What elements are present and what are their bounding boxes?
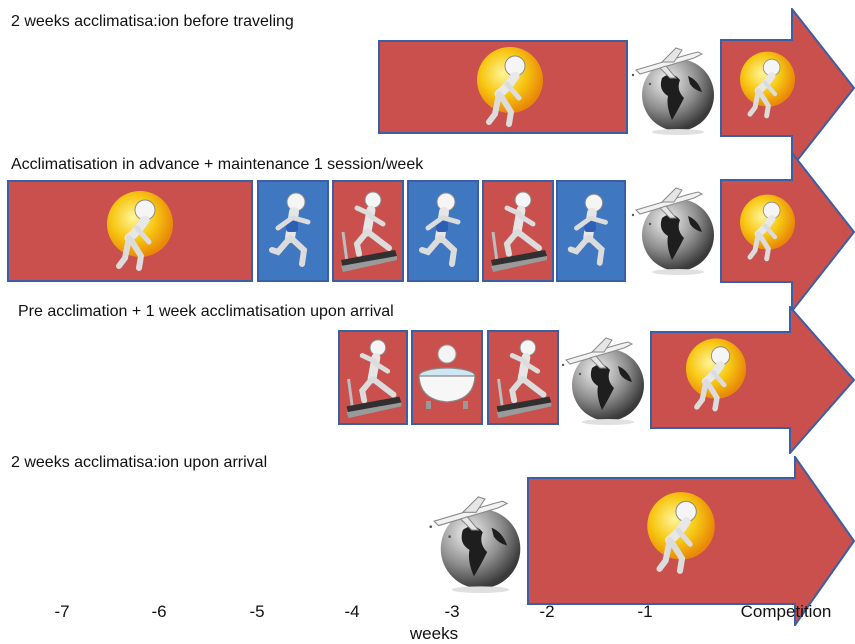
x-tick: -2: [539, 602, 555, 621]
hot-bath-icon: [418, 344, 476, 409]
treadmill-icon: [342, 334, 404, 422]
globe-plane-icon: [558, 330, 648, 425]
scenario-3-title: Pre acclimation + 1 week acclimatisation…: [18, 303, 394, 320]
sun-figure-icon: [465, 42, 555, 132]
sun-figure-icon: [730, 45, 805, 125]
treadmill-icon: [337, 186, 399, 276]
x-tick-competition: Competition: [740, 602, 832, 621]
treadmill-icon: [487, 186, 549, 276]
x-tick: -5: [249, 602, 265, 621]
sun-figure-icon: [675, 332, 757, 418]
globe-plane-icon: [628, 180, 718, 275]
x-tick: -3: [444, 602, 460, 621]
x-axis-title: weeks: [409, 624, 459, 643]
x-tick: -1: [637, 602, 653, 621]
globe-plane-icon: [425, 488, 525, 593]
sun-figure-icon: [730, 188, 805, 268]
runner-icon: [262, 186, 324, 276]
x-tick: -4: [344, 602, 360, 621]
scenario-2-title: Acclimatisation in advance + maintenance…: [11, 156, 424, 173]
scenario-1-title: 2 weeks acclimatisa:ion before traveling: [11, 13, 294, 30]
sun-figure-icon: [635, 484, 727, 582]
scenario-4-title: 2 weeks acclimatisa:ion upon arrival: [11, 454, 268, 471]
x-tick: -6: [151, 602, 167, 621]
globe-plane-icon: [628, 40, 718, 135]
runner-icon: [412, 186, 474, 276]
runner-icon: [561, 186, 621, 276]
x-tick: -7: [54, 602, 70, 621]
sun-figure-icon: [95, 186, 185, 276]
treadmill-icon: [492, 334, 554, 422]
